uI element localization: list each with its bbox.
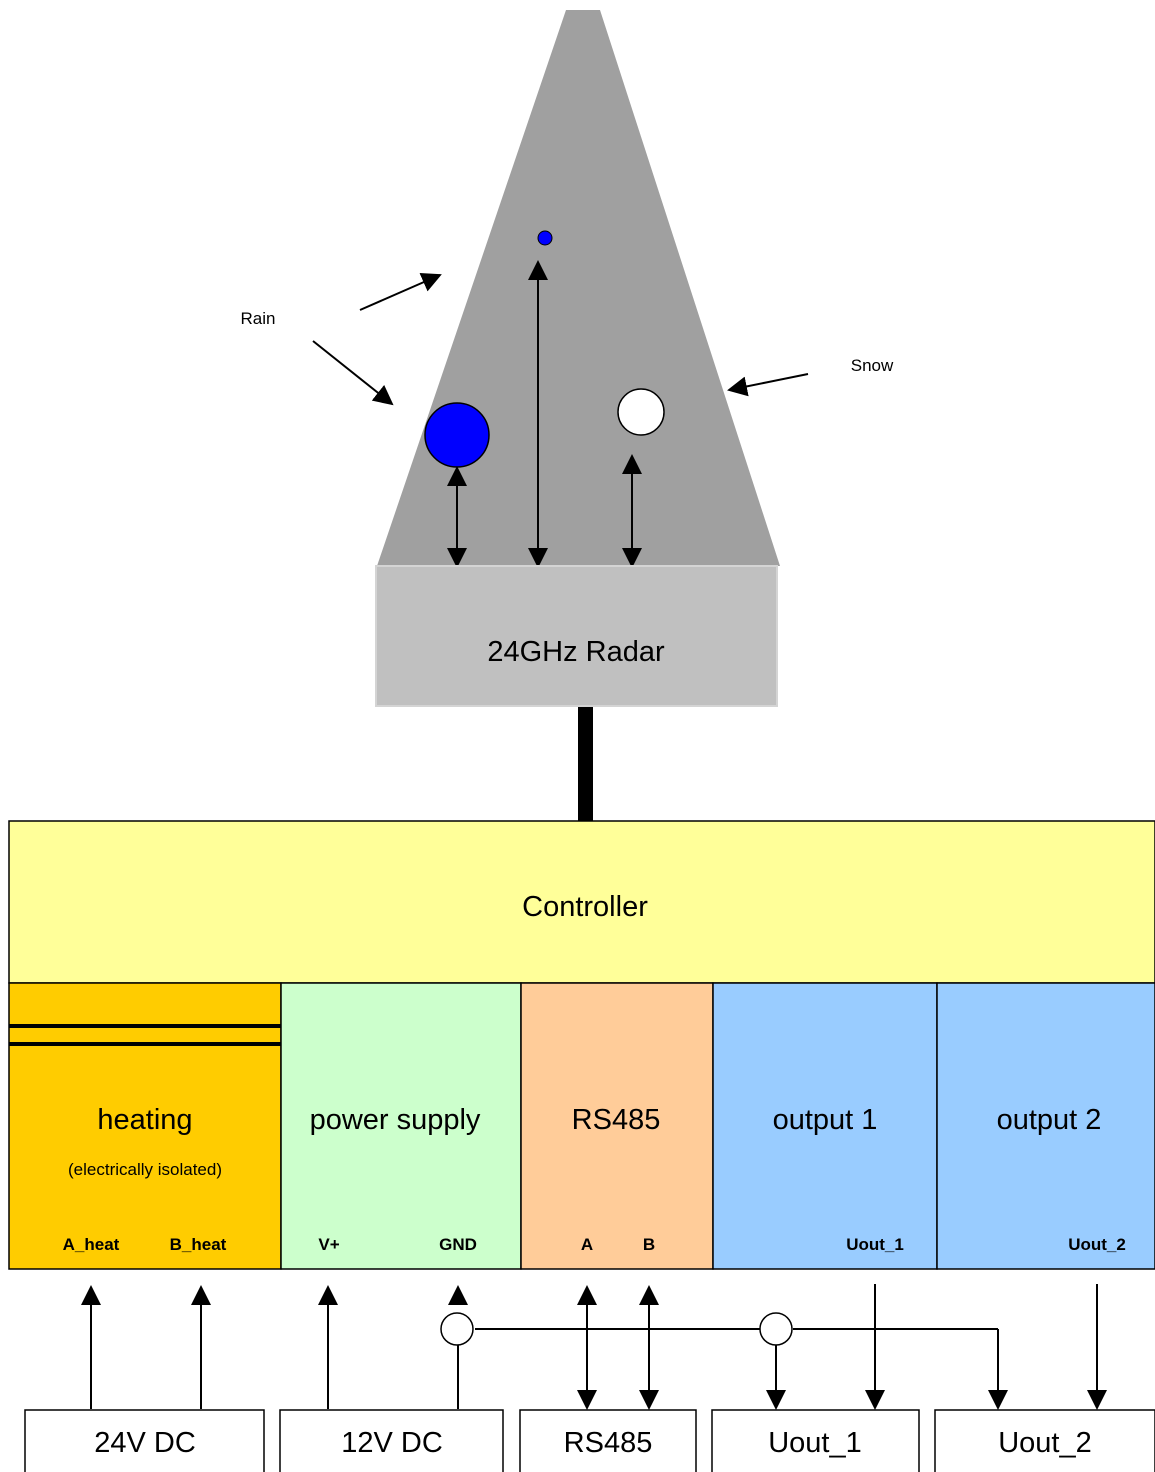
power-supply-title: power supply bbox=[310, 1104, 481, 1136]
source-12v-dc bbox=[279, 1409, 504, 1472]
rain-label: Rain bbox=[241, 309, 276, 328]
small-rain-drop bbox=[537, 230, 553, 246]
terminal-rs485-a: A bbox=[581, 1235, 593, 1254]
snow-label: Snow bbox=[851, 356, 894, 375]
heating-title: heating bbox=[97, 1104, 192, 1136]
terminal-a-heat: A_heat bbox=[63, 1235, 120, 1254]
terminal-gnd: GND bbox=[439, 1235, 477, 1254]
output1-title: output 1 bbox=[773, 1104, 878, 1136]
output2-title: output 2 bbox=[997, 1104, 1102, 1136]
source-12v-dc-label: 12V DC bbox=[341, 1427, 443, 1459]
heating-subtitle: (electrically isolated) bbox=[68, 1160, 222, 1179]
ground-junction-2 bbox=[759, 1312, 793, 1346]
terminal-uout1: Uout_1 bbox=[846, 1235, 904, 1254]
snow-flake bbox=[617, 388, 665, 436]
output1-module bbox=[712, 982, 938, 1270]
rain-pointer-arrow-1 bbox=[359, 273, 442, 311]
terminal-rs485-b: B bbox=[643, 1235, 655, 1254]
output2-module bbox=[936, 982, 1155, 1270]
rs485-module bbox=[520, 982, 714, 1270]
radar-beam bbox=[377, 10, 780, 566]
terminal-uout2: Uout_2 bbox=[1068, 1235, 1126, 1254]
source-24v-dc-label: 24V DC bbox=[94, 1427, 196, 1459]
terminal-b-heat: B_heat bbox=[170, 1235, 227, 1254]
snow-pointer-arrow bbox=[727, 373, 809, 397]
controller-label: Controller bbox=[522, 891, 648, 923]
source-rs485-label: RS485 bbox=[564, 1427, 653, 1459]
rs485-title: RS485 bbox=[572, 1104, 661, 1136]
radar-module bbox=[375, 565, 778, 707]
power-supply-module bbox=[280, 982, 522, 1270]
terminal-v-plus: V+ bbox=[318, 1235, 339, 1254]
source-uout2 bbox=[934, 1409, 1155, 1472]
radar-cable bbox=[578, 707, 593, 821]
heating-module bbox=[8, 982, 282, 1270]
source-uout2-label: Uout_2 bbox=[998, 1427, 1092, 1459]
source-uout1-label: Uout_1 bbox=[768, 1427, 862, 1459]
radar-label: 24GHz Radar bbox=[487, 636, 665, 668]
source-24v-dc bbox=[24, 1409, 265, 1472]
large-rain-drop bbox=[424, 402, 490, 468]
source-uout1 bbox=[711, 1409, 920, 1472]
rain-pointer-arrow-2 bbox=[312, 340, 394, 406]
ground-junction-1 bbox=[440, 1312, 474, 1346]
source-rs485 bbox=[519, 1409, 697, 1472]
